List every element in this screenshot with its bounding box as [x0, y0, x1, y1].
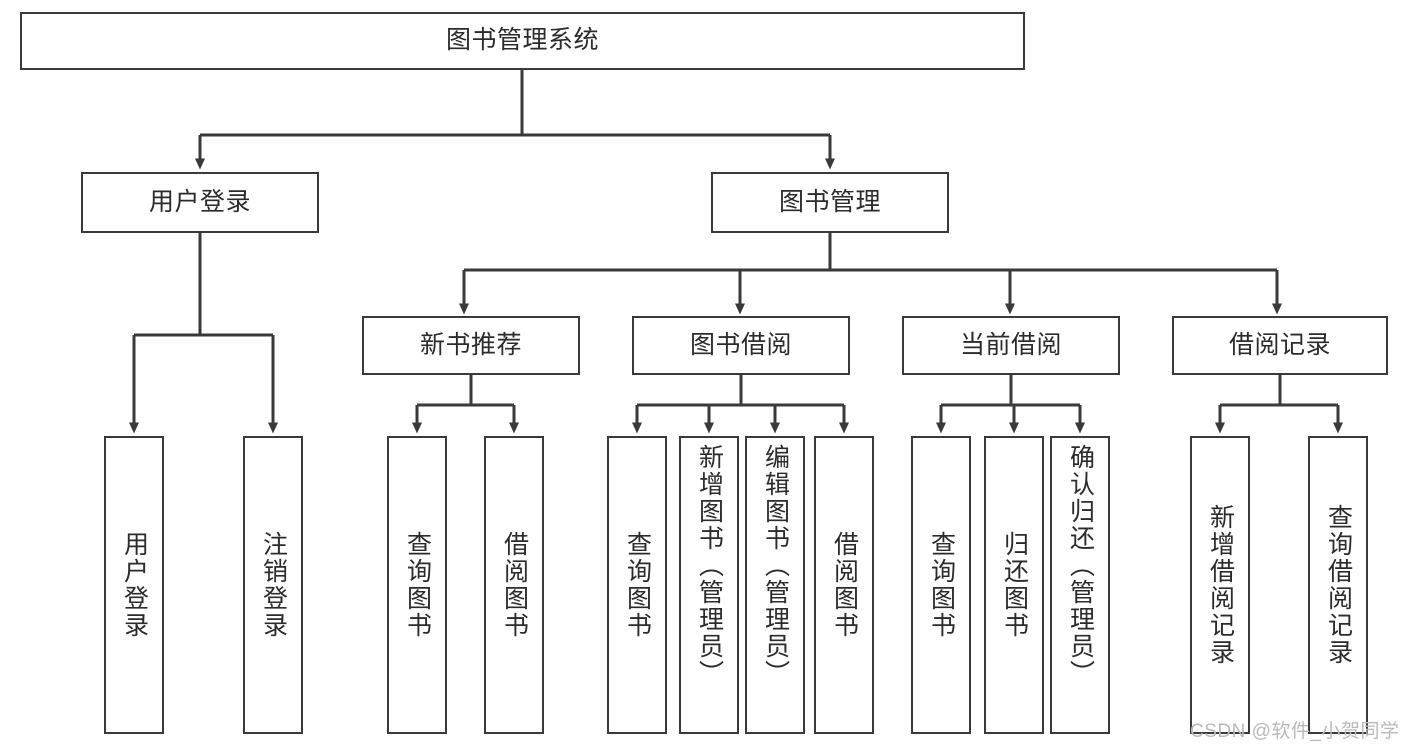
node-leaf-user-logout[interactable]: 注销登录	[243, 436, 303, 734]
node-label: 借阅图书	[500, 531, 529, 639]
node-label: 图书管理	[778, 187, 881, 216]
node-label: 查询图书	[623, 531, 652, 639]
edge-group-user-login	[129, 233, 278, 434]
node-label: 图书借阅	[689, 330, 792, 359]
edge-group-new-book-recommend	[412, 375, 519, 434]
edge-group-book-management	[459, 233, 1282, 315]
node-root-system[interactable]: 图书管理系统	[20, 12, 1025, 70]
node-label: 查询借阅记录	[1324, 504, 1353, 666]
node-label: 新书推荐	[419, 330, 522, 359]
node-label: 新增图书（管理员）	[695, 444, 724, 687]
node-label: 查询图书	[927, 531, 956, 639]
node-label: 归还图书	[1000, 531, 1029, 639]
node-label: 注销登录	[259, 531, 288, 639]
node-leaf-query-book-cur[interactable]: 查询图书	[911, 436, 971, 734]
edge-group-current-borrow	[936, 375, 1085, 434]
edge-group-book-borrow	[632, 375, 849, 434]
node-leaf-query-record[interactable]: 查询借阅记录	[1308, 436, 1368, 734]
node-label: 查询图书	[403, 531, 432, 639]
node-leaf-user-login[interactable]: 用户登录	[104, 436, 164, 734]
node-leaf-borrow-book-rec[interactable]: 借阅图书	[484, 436, 544, 734]
node-new-book-recommend[interactable]: 新书推荐	[362, 316, 580, 375]
edge-group-root	[195, 70, 835, 170]
node-leaf-query-book-rec[interactable]: 查询图书	[387, 436, 447, 734]
node-leaf-add-record[interactable]: 新增借阅记录	[1190, 436, 1250, 734]
node-label: 用户登录	[120, 531, 149, 639]
node-label: 确认归还（管理员）	[1066, 444, 1095, 687]
node-leaf-add-book[interactable]: 新增图书（管理员）	[679, 436, 739, 734]
node-leaf-borrow-book[interactable]: 借阅图书	[814, 436, 874, 734]
node-label: 图书管理系统	[445, 26, 599, 55]
node-leaf-return-book[interactable]: 归还图书	[984, 436, 1044, 734]
node-user-login[interactable]: 用户登录	[81, 172, 319, 233]
node-label: 借阅记录	[1228, 330, 1331, 359]
node-book-borrow[interactable]: 图书借阅	[632, 316, 850, 375]
node-label: 用户登录	[148, 187, 251, 216]
node-book-management[interactable]: 图书管理	[711, 172, 949, 233]
node-leaf-confirm-return[interactable]: 确认归还（管理员）	[1050, 436, 1110, 734]
node-leaf-edit-book[interactable]: 编辑图书（管理员）	[745, 436, 805, 734]
node-label: 编辑图书（管理员）	[761, 444, 790, 687]
node-leaf-query-book-borrow[interactable]: 查询图书	[607, 436, 667, 734]
node-current-borrow[interactable]: 当前借阅	[902, 316, 1120, 375]
watermark: CSDN @软件_小贺同学	[1190, 721, 1400, 742]
node-label: 当前借阅	[959, 330, 1062, 359]
node-label: 借阅图书	[830, 531, 859, 639]
node-label: 新增借阅记录	[1206, 504, 1235, 666]
edge-group-borrow-record	[1215, 375, 1343, 434]
node-borrow-record[interactable]: 借阅记录	[1172, 316, 1388, 375]
